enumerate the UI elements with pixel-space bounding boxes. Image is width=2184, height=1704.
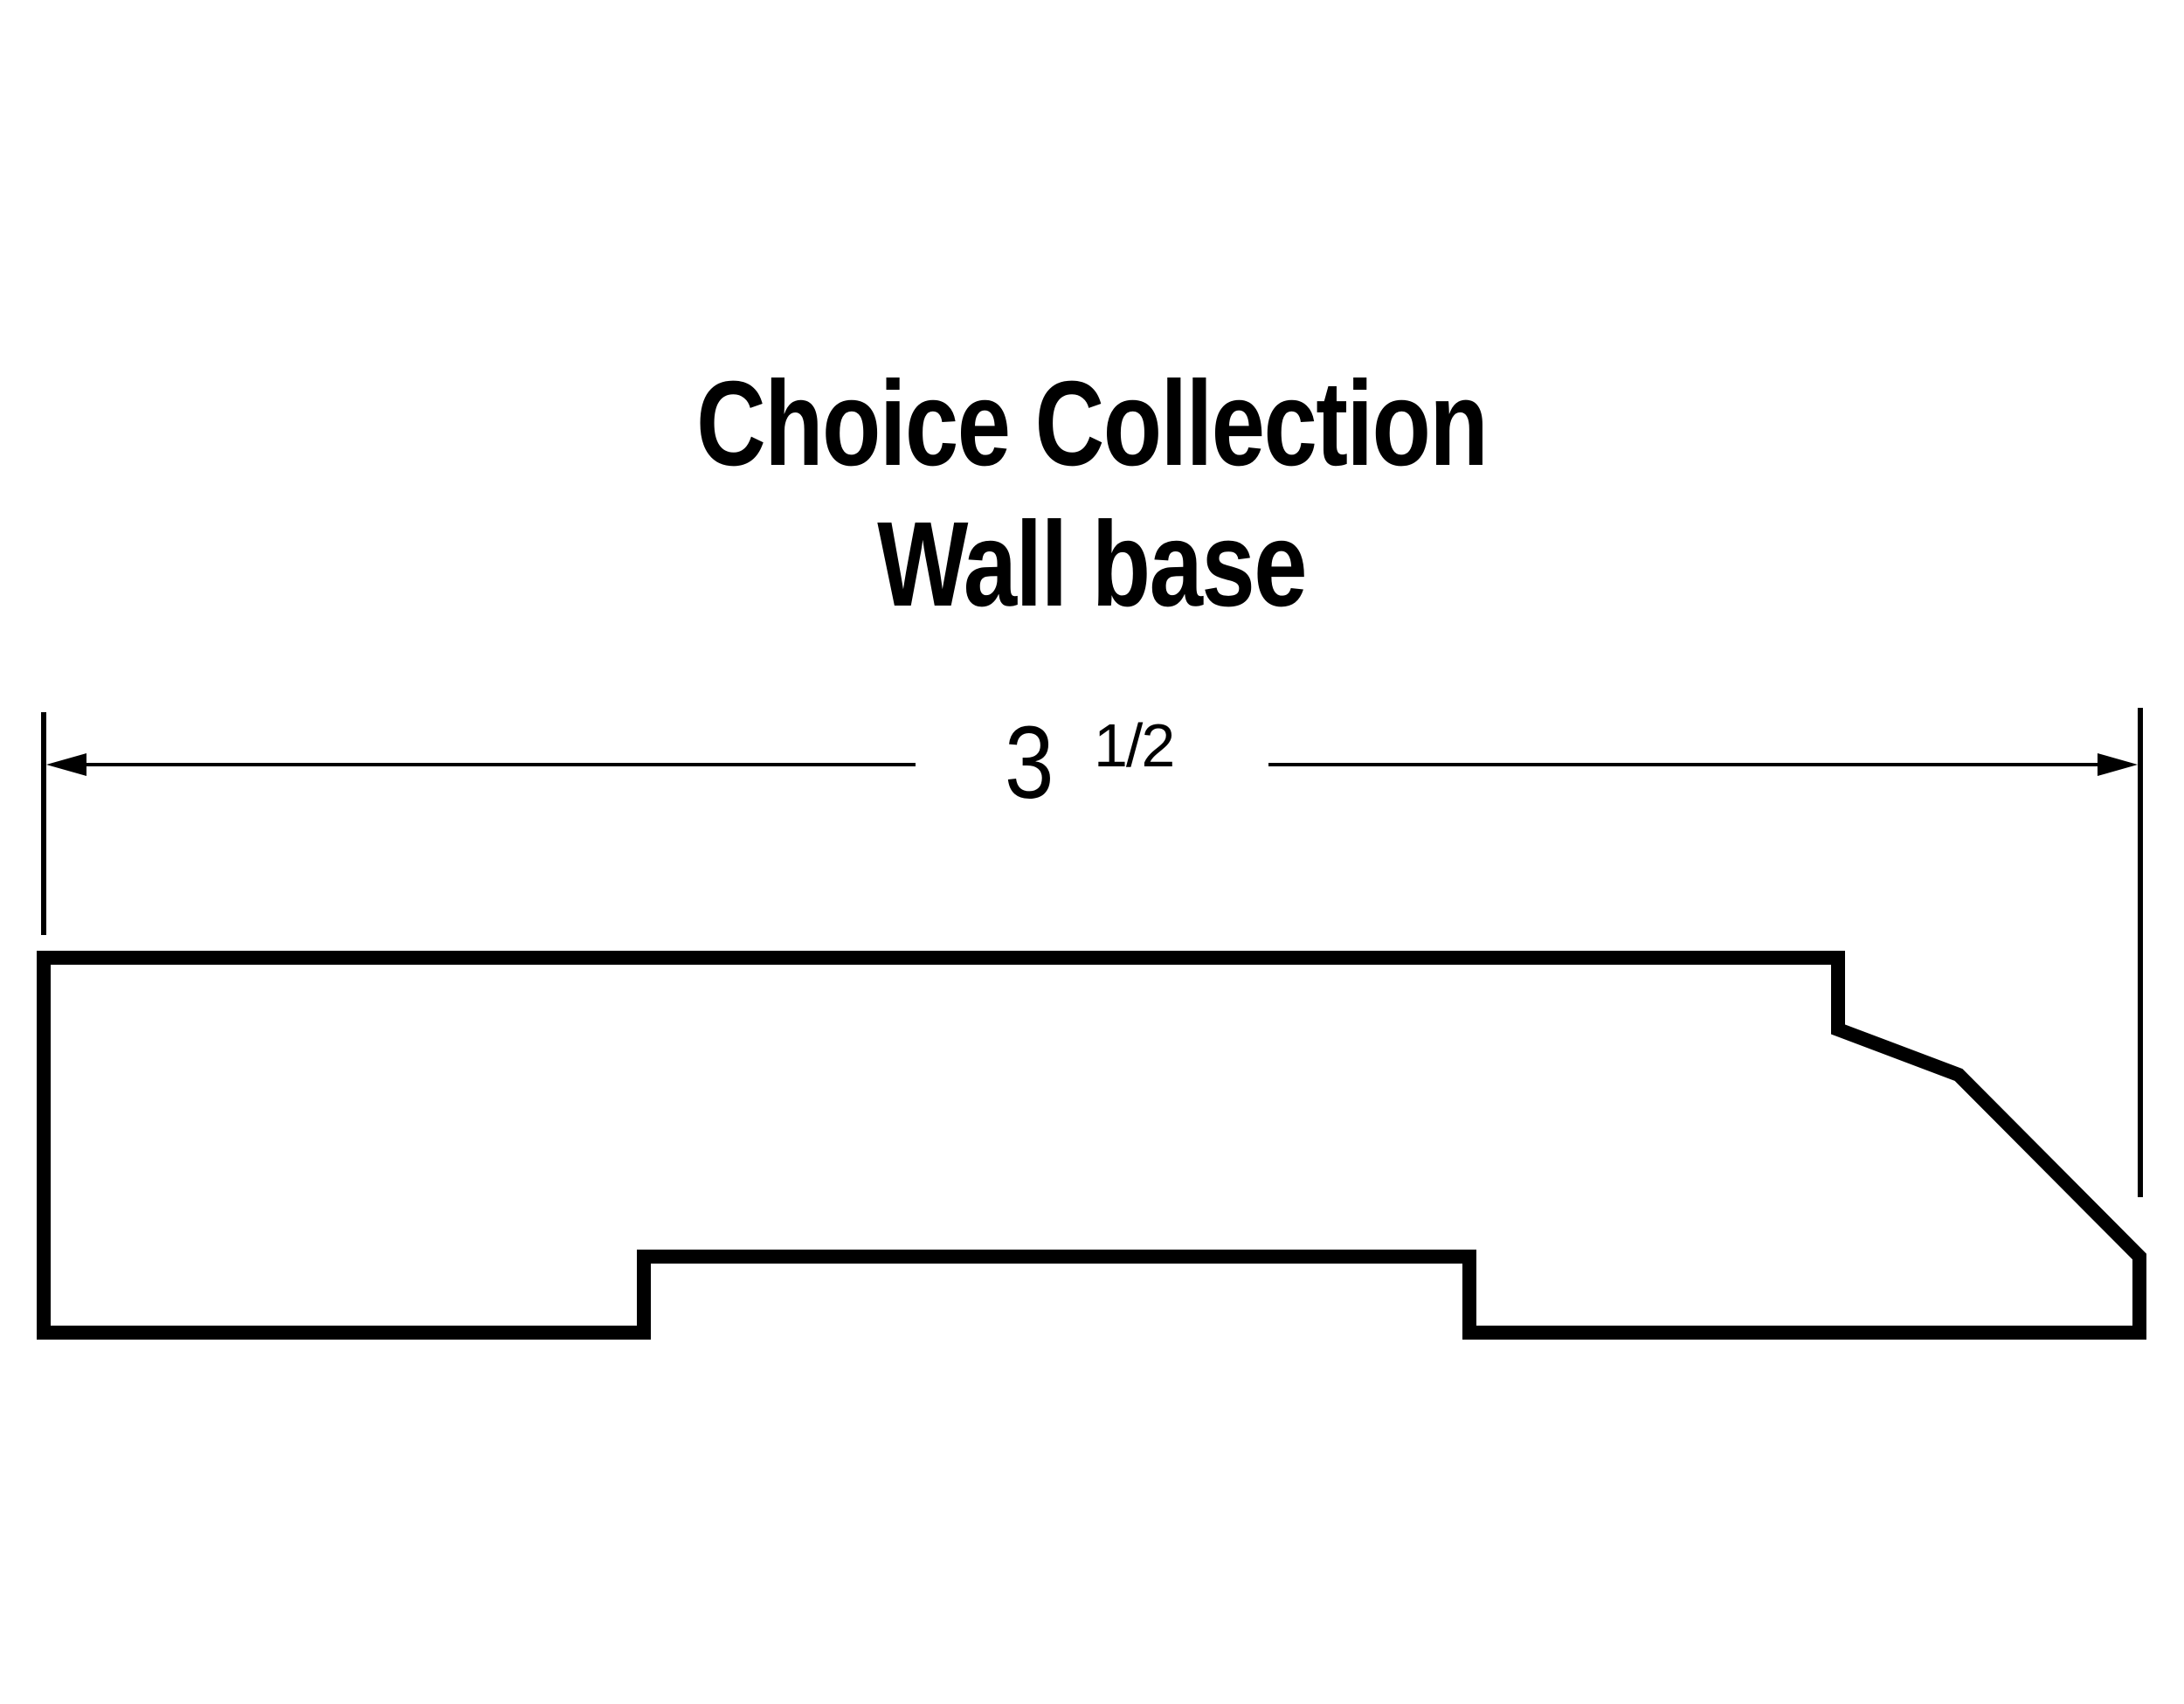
title-line-2: Wall base (877, 497, 1307, 632)
arrow-right-icon (2098, 753, 2138, 776)
arrow-left-icon (46, 753, 86, 776)
dimension-whole-number: 3 (1005, 705, 1054, 821)
title-line-1: Choice Collection (696, 357, 1489, 491)
wall-base-profile-outline (37, 951, 2146, 1340)
dimension-fraction: 1/2 (1094, 711, 1175, 779)
